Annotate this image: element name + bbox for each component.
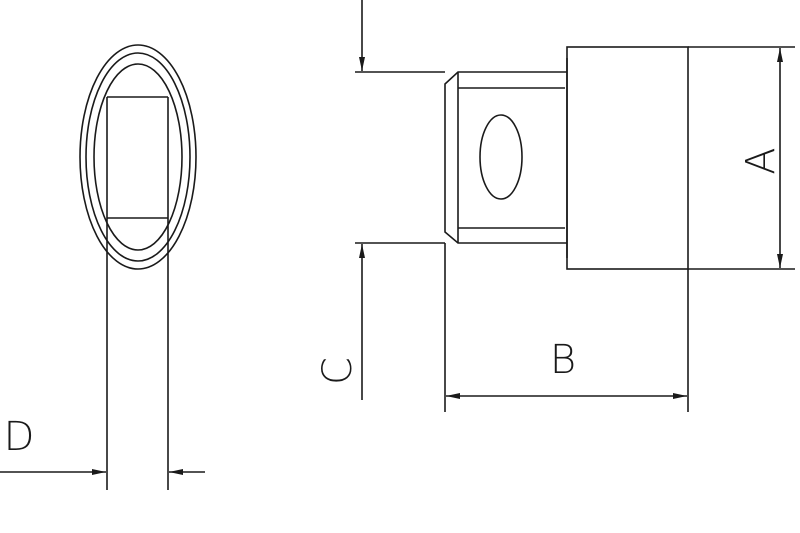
side-view <box>355 0 795 412</box>
label-a: A <box>738 147 784 174</box>
label-d: D <box>4 414 35 460</box>
square-drive <box>444 71 567 244</box>
middle-ring <box>85 52 191 262</box>
label-c: C <box>315 357 361 385</box>
end-view <box>0 44 205 490</box>
detent-hole <box>479 114 523 200</box>
inner-ring <box>93 63 183 251</box>
outer-ring <box>79 44 197 270</box>
socket-body <box>566 46 689 270</box>
label-b: B <box>550 337 576 383</box>
